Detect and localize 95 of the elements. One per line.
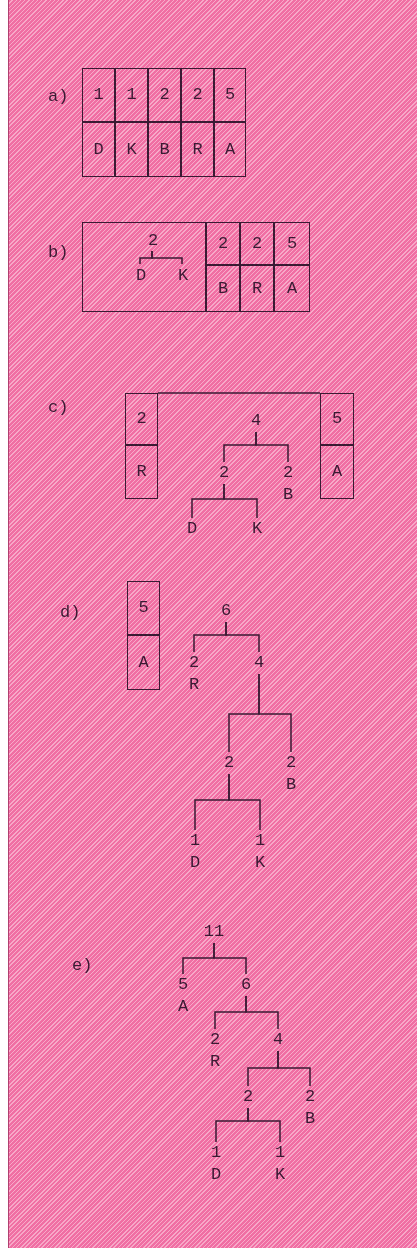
cell-text: B [217, 277, 229, 300]
tree-branch [255, 431, 289, 463]
cell-text: 2 [159, 84, 170, 106]
tree-branch [247, 1107, 281, 1143]
table-cell [125, 445, 158, 499]
cell-text: 5 [224, 84, 236, 106]
tree-branch [225, 621, 260, 653]
weight-number: 2 [209, 1029, 221, 1051]
table-cell [240, 222, 274, 265]
table-cell [206, 265, 240, 312]
step-label: e) [72, 955, 93, 977]
symbol-letter: D [210, 1164, 222, 1186]
table-cell [274, 222, 310, 265]
weight-number: 11 [203, 921, 225, 943]
table-cell [148, 122, 181, 177]
weight-number: 4 [250, 410, 262, 432]
cell-text: 2 [217, 232, 229, 255]
weight-number: D [135, 265, 147, 287]
weight-number: 4 [253, 652, 265, 674]
table-cell [127, 635, 160, 690]
cell-text: A [331, 461, 343, 483]
step-label: b) [48, 242, 69, 264]
cell-text: 5 [286, 232, 298, 255]
tree-branch [245, 995, 279, 1030]
symbol-letter: K [254, 852, 266, 874]
cell-text: 2 [251, 232, 263, 255]
tree-branch [258, 673, 292, 753]
weight-number: 1 [210, 1142, 222, 1164]
symbol-letter: K [274, 1164, 286, 1186]
weight-number: 6 [220, 600, 232, 622]
symbol-letter: R [209, 1051, 221, 1073]
table-cell [274, 265, 310, 312]
symbol-letter: R [188, 674, 200, 696]
table-cell [181, 68, 214, 122]
step-label: a) [48, 86, 69, 108]
tree-branch [213, 942, 247, 975]
cell-text: K [126, 138, 137, 161]
weight-number: 6 [240, 974, 252, 996]
weight-number: 4 [272, 1029, 284, 1051]
cell-text: A [286, 277, 298, 300]
symbol-letter: B [282, 484, 294, 506]
weight-number: 1 [254, 830, 266, 852]
cell-text: 1 [126, 84, 137, 106]
weight-number: 5 [177, 974, 189, 996]
weight-number: 2 [242, 1086, 254, 1108]
symbol-letter: D [189, 852, 201, 874]
weight-number: 2 [285, 752, 297, 774]
table-cell [82, 122, 115, 177]
cell-text: 5 [138, 597, 149, 619]
symbol-letter: B [285, 774, 297, 796]
weight-number: 1 [189, 830, 201, 852]
cell-text: 5 [331, 408, 343, 430]
tree-branch [223, 483, 258, 519]
cell-text: B [159, 138, 170, 161]
weight-number: 2 [223, 752, 235, 774]
weight-number: 1 [274, 1142, 286, 1164]
table-cell [148, 68, 181, 122]
cell-text: A [224, 138, 236, 161]
table-cell [127, 581, 160, 635]
tree-branch [277, 1050, 311, 1087]
step-label: d) [60, 602, 81, 624]
tree-branch [151, 250, 183, 265]
weight-number: 2 [147, 230, 159, 252]
table-cell [214, 68, 246, 122]
table-cell [82, 222, 206, 312]
cell-text: 2 [192, 84, 203, 106]
tree-branch [228, 773, 261, 831]
step-label: c) [48, 397, 69, 419]
cell-text: R [251, 277, 263, 300]
frame-line [157, 392, 321, 394]
weight-number: 2 [304, 1086, 316, 1108]
table-cell [206, 222, 240, 265]
weight-number: K [177, 265, 189, 287]
symbol-letter: B [304, 1108, 316, 1130]
table-cell [125, 393, 158, 445]
symbol-letter: A [177, 996, 189, 1018]
weight-number: D [186, 518, 198, 540]
cell-text: A [138, 651, 149, 674]
weight-number: 2 [282, 462, 294, 484]
cell-text: 2 [136, 408, 147, 430]
weight-number: K [251, 518, 263, 540]
table-cell [214, 122, 246, 177]
table-cell [181, 122, 214, 177]
cell-text: R [192, 138, 203, 161]
cell-text: R [136, 461, 147, 483]
table-cell [115, 68, 148, 122]
table-cell [240, 265, 274, 312]
table-cell [320, 393, 354, 445]
weight-number: 2 [188, 652, 200, 674]
cell-text: D [93, 138, 104, 161]
table-cell [82, 68, 115, 122]
table-cell [320, 445, 354, 499]
cell-text: 1 [93, 84, 104, 106]
table-cell [115, 122, 148, 177]
weight-number: 2 [218, 462, 230, 484]
